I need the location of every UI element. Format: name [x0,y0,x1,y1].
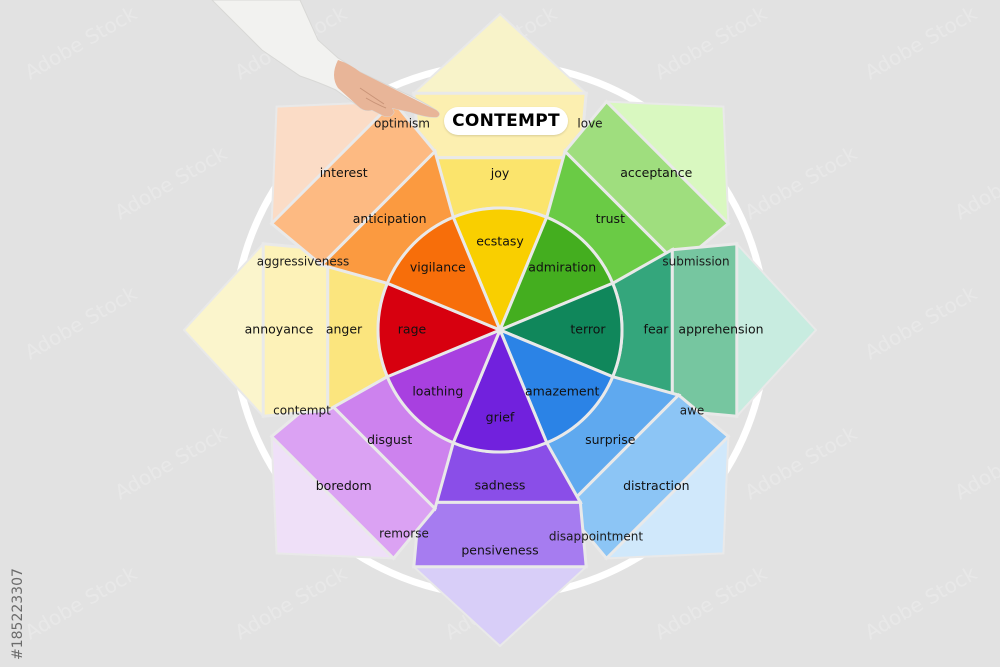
stock-id-text: #185223307 [10,568,26,660]
stock-id-container: #185223307 [8,420,28,660]
highlight-badge: CONTEMPT [444,107,568,135]
highlight-label: CONTEMPT [452,111,560,131]
